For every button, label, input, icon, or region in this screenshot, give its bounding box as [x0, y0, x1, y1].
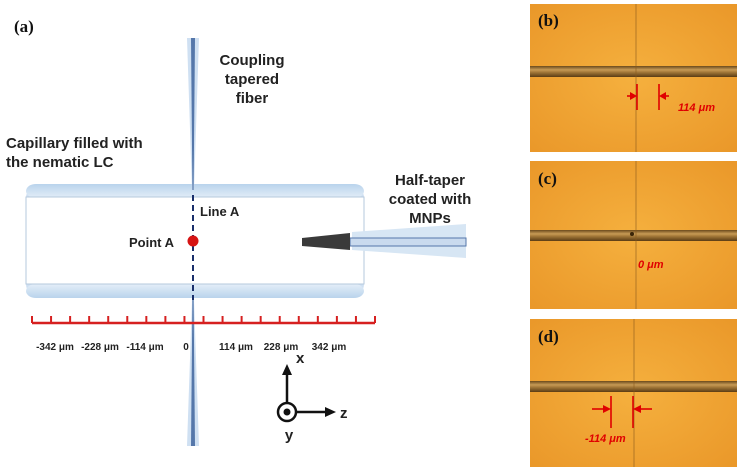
scale-tick-label: -114 μm — [126, 342, 163, 353]
capillary-label: Capillary filled with the nematic LC — [6, 135, 143, 171]
scale-tick-label: 0 — [183, 342, 189, 353]
point-a-dot — [187, 235, 199, 247]
panel-c: (c) 0 μm — [530, 161, 737, 309]
coupling-fiber-label-line1: Coupling — [220, 52, 285, 69]
displacement-d: -114 μm — [585, 433, 626, 445]
coupling-fiber-label-line2: tapered — [225, 71, 279, 88]
capillary-top-wall — [26, 184, 364, 198]
coupling-fiber-core-bottom — [191, 300, 195, 446]
axes-triad: x z y — [276, 350, 348, 444]
panel-b: (b) 114 μm — [530, 4, 737, 152]
half-taper-label-line3: MNPs — [409, 210, 451, 227]
marker-arrowhead-d-left — [603, 405, 611, 413]
y-axis-dot — [283, 408, 291, 416]
z-axis-arrowhead — [325, 407, 336, 417]
point-a-label: Point A — [129, 235, 175, 250]
displacement-c: 0 μm — [638, 259, 664, 271]
scale-tick-label: 114 μm — [219, 342, 253, 353]
scale-labels: -342 μm -228 μm -114 μm 0 114 μm 228 μm 342 μm — [36, 342, 346, 353]
x-axis-arrowhead — [282, 364, 292, 375]
half-taper-label-line2: coated with — [389, 191, 472, 208]
coupling-tapered-fiber — [187, 38, 199, 446]
z-axis-label: z — [340, 405, 348, 422]
panel-c-label: (c) — [538, 169, 557, 188]
x-axis-label: x — [296, 350, 305, 367]
capillary-label-line2: the nematic LC — [6, 154, 114, 171]
panel-b-label: (b) — [538, 11, 559, 30]
marker-arrowhead-b-right — [659, 92, 666, 100]
capillary-bottom-wall — [26, 284, 364, 298]
capillary-label-line1: Capillary filled with — [6, 135, 143, 152]
half-taper-label-line1: Half-taper — [395, 172, 465, 189]
half-taper-label: Half-taper coated with MNPs — [389, 172, 472, 227]
mnp-coated-tip — [302, 233, 350, 250]
panel-d: (d) -114 μm — [530, 319, 737, 467]
displacement-b: 114 μm — [678, 102, 715, 114]
scale-tick-label: -342 μm — [36, 342, 74, 353]
scale-tick-label: 228 μm — [264, 342, 299, 353]
position-scale: -342 μm -228 μm -114 μm 0 114 μm 228 μm 342 μm — [31, 316, 376, 353]
panel-d-label: (d) — [538, 327, 559, 346]
coupling-fiber-core-top — [191, 38, 195, 190]
y-axis-label: y — [285, 427, 294, 444]
scale-tick-label: -228 μm — [81, 342, 119, 353]
marker-arrowhead-d-right — [633, 405, 641, 413]
defect-c — [630, 232, 634, 236]
marker-arrowhead-b-left — [630, 92, 637, 100]
coupling-fiber-label: Coupling tapered fiber — [220, 52, 285, 107]
coupling-fiber-label-line3: fiber — [236, 90, 269, 107]
micro-fiber-c — [530, 230, 737, 241]
scale-ticks — [31, 316, 376, 323]
half-taper — [302, 224, 467, 258]
line-a-label: Line A — [200, 204, 240, 219]
half-taper-fiber — [349, 237, 467, 247]
panel-a-label: (a) — [14, 17, 34, 36]
panel-a: (a) Coupling tapered fiber — [6, 17, 471, 446]
micrograph-b — [530, 4, 737, 152]
scale-tick-label: 342 μm — [312, 342, 347, 353]
micro-fiber-b — [530, 66, 737, 77]
